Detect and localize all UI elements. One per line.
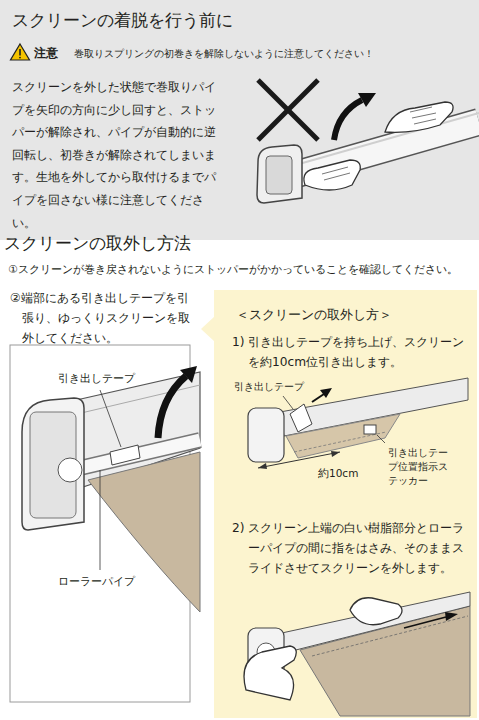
pipe-body xyxy=(290,122,479,176)
part-label: 引き出しテープ xyxy=(234,380,304,393)
slide-arrow xyxy=(404,617,446,628)
instruction-text: ②端部にある引き出しテープを引張り、ゆっくりスクリーンを取外してください。 xyxy=(22,288,198,348)
pipe-groove xyxy=(292,113,479,166)
end-cap xyxy=(22,398,84,530)
pull-tape xyxy=(290,404,312,432)
part-label: 引き出しテープ xyxy=(58,371,135,385)
procedure-panel: ＜スクリーンの取外し方＞ 1) 引き出しテープを持ち上げ、スクリーンを約10cm位… xyxy=(214,290,477,718)
housing-edge xyxy=(60,385,200,418)
hand xyxy=(304,160,360,190)
housing xyxy=(268,592,470,654)
finger-lines xyxy=(410,107,436,124)
pipe-outline xyxy=(290,122,479,176)
roller-pipe xyxy=(80,440,200,468)
housing xyxy=(280,378,468,436)
caution-text: 巻取りスプリングの初巻きを解除しないように注意してください！ xyxy=(74,47,374,61)
warning-dot xyxy=(19,57,21,59)
pipe-end xyxy=(58,458,82,482)
step-text: 2) スクリーン上端の白い樹脂部分とローラーパイプの間に指をはさみ、そのままスラ… xyxy=(248,518,470,578)
step-text: 1) 引き出しテープを持ち上げ、スクリーンを約10cm位引き出します。 xyxy=(248,332,470,372)
warning-triangle xyxy=(11,44,30,60)
leader-line xyxy=(377,435,385,443)
pull-tape xyxy=(110,445,140,465)
caution-body: スクリーンを外した状態で巻取りパイプを矢印の方向に少し回すと、ストッパーが解除さ… xyxy=(12,76,224,234)
end-cap xyxy=(248,628,284,684)
step1-illustration xyxy=(248,378,468,469)
end-cap xyxy=(248,408,284,462)
section-title: スクリーンの着脱を行う前に xyxy=(12,9,233,32)
pull-arrow xyxy=(312,394,324,402)
warning-icon xyxy=(11,44,30,60)
dimension-label: 約10cm xyxy=(318,466,358,480)
position-sticker xyxy=(364,425,376,434)
fabric-seam xyxy=(294,432,386,452)
warning-bar xyxy=(19,49,21,56)
figure-frame xyxy=(10,345,190,702)
arrow-head xyxy=(320,388,332,398)
caution-illustration xyxy=(257,80,479,203)
instruction-text: ①スクリーンが巻き戻されないようにストッパーがかかっていることを確認してください… xyxy=(8,262,458,277)
end-cap-inner xyxy=(30,412,76,518)
part-label: ローラーパイプ xyxy=(58,574,135,588)
rotation-arrow xyxy=(334,100,362,140)
part-label: 引き出しテープ位置指示ステッカー xyxy=(388,446,450,488)
section-heading: スクリーンの取外し方法 xyxy=(4,232,191,255)
arrow-head xyxy=(358,93,376,107)
dimension-line xyxy=(258,452,340,468)
finger-lines xyxy=(322,167,350,180)
pipe-end xyxy=(257,643,275,661)
caution-word: 注意 xyxy=(34,45,58,61)
roller-illustration xyxy=(10,345,200,702)
arrow-head xyxy=(180,366,197,383)
leader-line xyxy=(100,470,101,570)
roller-pipe-outline xyxy=(80,440,200,468)
caution-band: スクリーンの着脱を行う前に注意 巻取りスプリングの初巻きを解除しないように注意して… xyxy=(0,0,479,240)
dimension-head xyxy=(258,463,267,469)
panel-heading: ＜スクリーンの取外し方＞ xyxy=(236,306,392,323)
end-cap xyxy=(257,145,302,203)
rotation-arrow xyxy=(158,376,186,438)
housing xyxy=(50,372,200,494)
hand xyxy=(385,102,453,132)
cross-mark xyxy=(258,80,318,140)
fabric-seam xyxy=(312,616,468,656)
end-cap-inner xyxy=(266,156,292,194)
screen-fabric xyxy=(88,452,200,612)
leader-line xyxy=(283,396,293,409)
hand xyxy=(244,646,296,700)
callout-tail xyxy=(201,316,215,342)
screen-fabric xyxy=(286,414,400,458)
dimension-head xyxy=(331,451,340,457)
hand xyxy=(350,598,402,625)
leader-line xyxy=(100,390,121,447)
screen-fabric xyxy=(300,606,470,716)
arrow-head xyxy=(445,612,458,621)
step2-illustration xyxy=(244,592,470,716)
cross-mark xyxy=(258,80,318,140)
